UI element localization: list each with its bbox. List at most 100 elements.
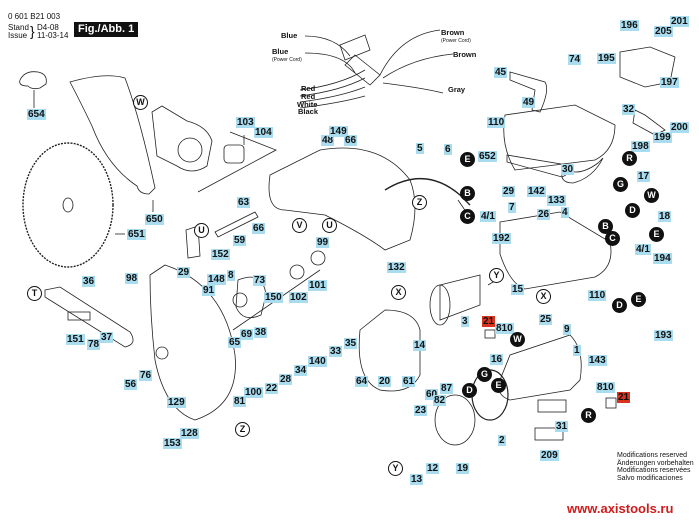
part-label-17[interactable]: 17 — [637, 171, 651, 182]
part-label-128[interactable]: 128 — [180, 428, 199, 439]
part-label-1[interactable]: 1 — [573, 345, 581, 356]
part-label-650[interactable]: 650 — [145, 214, 164, 225]
part-label-142[interactable]: 142 — [527, 186, 546, 197]
part-label-74[interactable]: 74 — [568, 54, 582, 65]
part-label-104[interactable]: 104 — [254, 127, 273, 138]
part-label-30[interactable]: 30 — [561, 164, 575, 175]
part-label-100[interactable]: 100 — [244, 387, 263, 398]
part-label-33[interactable]: 33 — [329, 346, 343, 357]
part-label-21-highlighted[interactable]: 21 — [482, 316, 496, 327]
part-label-5[interactable]: 5 — [416, 143, 424, 154]
part-label-69[interactable]: 69 — [240, 329, 254, 340]
part-label-13[interactable]: 13 — [410, 474, 424, 485]
part-label-16[interactable]: 16 — [490, 354, 504, 365]
part-label-198[interactable]: 198 — [631, 141, 650, 152]
part-label-48[interactable]: 48 — [321, 135, 335, 146]
part-label-12[interactable]: 12 — [426, 463, 440, 474]
part-label-25[interactable]: 25 — [539, 314, 553, 325]
part-label-810b[interactable]: 810 — [596, 382, 615, 393]
part-label-7[interactable]: 7 — [508, 202, 516, 213]
part-label-18[interactable]: 18 — [658, 211, 672, 222]
part-label-29[interactable]: 29 — [177, 267, 191, 278]
part-label-91[interactable]: 91 — [202, 285, 216, 296]
part-label-99[interactable]: 99 — [316, 237, 330, 248]
part-label-60[interactable]: 60 — [425, 389, 439, 400]
part-label-20[interactable]: 20 — [378, 376, 392, 387]
part-label-153[interactable]: 153 — [163, 438, 182, 449]
part-label-102[interactable]: 102 — [289, 292, 308, 303]
part-label-36[interactable]: 36 — [82, 276, 96, 287]
part-label-22[interactable]: 22 — [265, 383, 279, 394]
part-label-2[interactable]: 2 — [498, 435, 506, 446]
part-label-87[interactable]: 87 — [440, 383, 454, 394]
part-label-23[interactable]: 23 — [414, 405, 428, 416]
part-label-151[interactable]: 151 — [66, 334, 85, 345]
part-label-201[interactable]: 201 — [670, 16, 689, 27]
part-label-810[interactable]: 810 — [495, 323, 514, 334]
part-label-64[interactable]: 64 — [355, 376, 369, 387]
part-label-15[interactable]: 15 — [511, 284, 525, 295]
part-label-133[interactable]: 133 — [547, 195, 566, 206]
part-label-652[interactable]: 652 — [478, 151, 497, 162]
part-label-66[interactable]: 66 — [344, 135, 358, 146]
part-label-76[interactable]: 76 — [139, 370, 153, 381]
part-label-4-1[interactable]: 4/1 — [480, 211, 496, 222]
part-label-197[interactable]: 197 — [660, 77, 679, 88]
part-label-199[interactable]: 199 — [653, 132, 672, 143]
part-label-38[interactable]: 38 — [254, 327, 268, 338]
part-label-26[interactable]: 26 — [537, 209, 551, 220]
part-label-9[interactable]: 9 — [563, 324, 571, 335]
part-label-651[interactable]: 651 — [127, 229, 146, 240]
part-label-110b[interactable]: 110 — [487, 117, 506, 128]
part-label-73[interactable]: 73 — [253, 275, 267, 286]
part-label-6[interactable]: 6 — [444, 144, 452, 155]
part-label-61[interactable]: 61 — [402, 376, 416, 387]
part-label-63[interactable]: 63 — [237, 197, 251, 208]
part-label-59[interactable]: 59 — [233, 235, 247, 246]
part-label-192[interactable]: 192 — [492, 233, 511, 244]
part-label-82[interactable]: 82 — [433, 395, 447, 406]
part-label-8[interactable]: 8 — [227, 270, 235, 281]
part-label-140[interactable]: 140 — [308, 356, 327, 367]
part-label-19[interactable]: 19 — [456, 463, 470, 474]
part-label-14[interactable]: 14 — [413, 340, 427, 351]
part-label-32[interactable]: 32 — [622, 104, 636, 115]
part-label-66b[interactable]: 66 — [252, 223, 266, 234]
part-label-56[interactable]: 56 — [124, 379, 138, 390]
part-label-205[interactable]: 205 — [654, 26, 673, 37]
part-label-129[interactable]: 129 — [167, 397, 186, 408]
part-label-31[interactable]: 31 — [555, 421, 569, 432]
part-label-35[interactable]: 35 — [344, 338, 358, 349]
part-label-194[interactable]: 194 — [653, 253, 672, 264]
part-label-65[interactable]: 65 — [228, 337, 242, 348]
part-label-81[interactable]: 81 — [233, 396, 247, 407]
part-label-3[interactable]: 3 — [461, 316, 469, 327]
part-label-200[interactable]: 200 — [670, 122, 689, 133]
part-label-4-1b[interactable]: 4/1 — [635, 244, 651, 255]
part-label-209[interactable]: 209 — [540, 450, 559, 461]
part-label-37[interactable]: 37 — [100, 332, 114, 343]
part-label-98[interactable]: 98 — [125, 273, 139, 284]
part-label-196[interactable]: 196 — [620, 20, 639, 31]
part-label-21b-highlighted[interactable]: 21 — [617, 392, 631, 403]
part-label-193[interactable]: 193 — [654, 330, 673, 341]
website-link[interactable]: www.axistools.ru — [567, 501, 674, 516]
part-label-149[interactable]: 149 — [329, 126, 348, 137]
part-label-195[interactable]: 195 — [597, 53, 616, 64]
part-label-28[interactable]: 28 — [279, 374, 293, 385]
part-label-110[interactable]: 110 — [588, 290, 607, 301]
part-label-152[interactable]: 152 — [211, 249, 230, 260]
part-label-29b[interactable]: 29 — [502, 186, 516, 197]
part-label-150[interactable]: 150 — [264, 292, 283, 303]
part-label-103[interactable]: 103 — [236, 117, 255, 128]
part-label-132[interactable]: 132 — [387, 262, 406, 273]
part-label-49[interactable]: 49 — [522, 97, 536, 108]
part-label-4[interactable]: 4 — [561, 207, 569, 218]
part-label-654[interactable]: 654 — [27, 109, 46, 120]
part-label-143[interactable]: 143 — [588, 355, 607, 366]
part-label-148[interactable]: 148 — [207, 274, 226, 285]
part-label-45[interactable]: 45 — [494, 67, 508, 78]
part-label-34[interactable]: 34 — [294, 365, 308, 376]
part-label-78[interactable]: 78 — [87, 339, 101, 350]
part-label-101[interactable]: 101 — [308, 280, 327, 291]
